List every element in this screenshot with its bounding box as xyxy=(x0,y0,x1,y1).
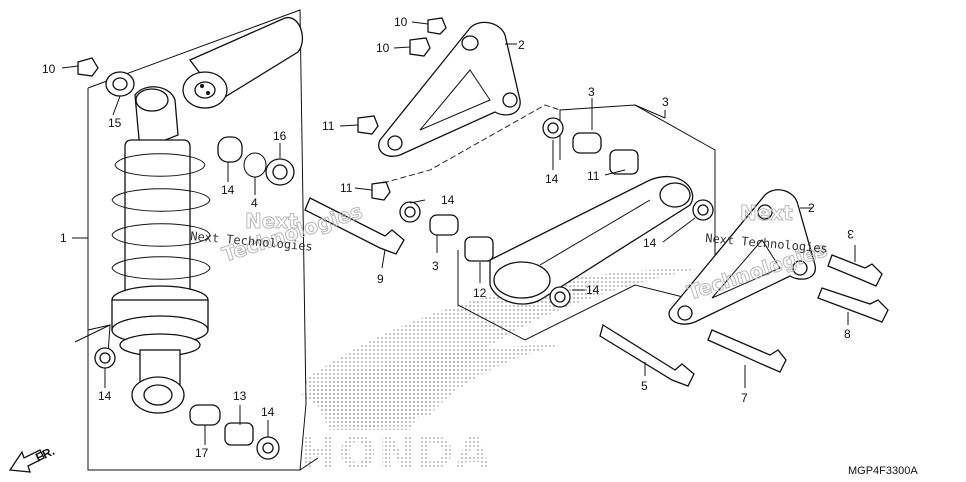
honda-wing-logo xyxy=(300,268,700,430)
callout-12: 13 xyxy=(233,389,247,403)
callout-3-right: 3 xyxy=(847,227,854,241)
watermark-line1-right: Next xyxy=(740,201,793,225)
callout-16: 16 xyxy=(273,129,287,143)
callout-8-right: 8 xyxy=(844,327,851,341)
callout-9: 9 xyxy=(377,272,384,286)
right-bracket xyxy=(668,189,816,325)
callout-14-linkage: 14 xyxy=(545,172,559,186)
callout-1: 1 xyxy=(60,231,67,245)
watermark-line1: Next xyxy=(245,209,298,233)
reference-code: MGP4F3300A xyxy=(848,465,918,477)
callout-11-upper: 11 xyxy=(587,169,600,183)
linkage-arm xyxy=(489,175,694,305)
callout-14-shock: 14 xyxy=(98,389,112,403)
nuts-10 xyxy=(357,17,447,201)
callout-10-low: 11 xyxy=(340,181,353,195)
callout-2-upper: 2 xyxy=(518,38,525,52)
callout-10-top: 10 xyxy=(394,15,408,29)
callout-8-lower: 7 xyxy=(741,391,748,405)
bolts xyxy=(304,197,889,387)
callout-10: 10 xyxy=(42,62,56,76)
callout-10-mid: 11 xyxy=(322,119,335,133)
shock-assembly-outline xyxy=(74,9,319,471)
callout-14-mid: 14 xyxy=(441,193,455,207)
shock-small-parts xyxy=(77,57,295,460)
callout-14-arm: 14 xyxy=(586,283,600,297)
callout-2-right: 2 xyxy=(808,201,815,215)
leader-lines xyxy=(61,21,856,445)
upper-bracket xyxy=(378,21,521,157)
callout-5: 4 xyxy=(251,196,258,210)
brand-text: HONDA xyxy=(300,428,492,479)
callout-14-lower: 14 xyxy=(261,405,275,419)
front-direction-arrow: FR. xyxy=(8,444,57,473)
callout-15: 15 xyxy=(108,116,122,130)
callout-11-lower: 12 xyxy=(473,286,487,300)
callout-7: 5 xyxy=(641,379,648,393)
callout-13: 14 xyxy=(221,183,235,197)
callout-14-right: 14 xyxy=(643,236,657,250)
callout-3-upper: 3 xyxy=(588,85,595,99)
linkage-small-parts xyxy=(399,117,714,308)
callout-3-lower: 3 xyxy=(432,259,439,273)
callout-10-upper: 10 xyxy=(376,41,390,55)
callout-17: 17 xyxy=(195,446,209,460)
rear-shock-absorber xyxy=(111,17,303,414)
callout-labels: 10 15 1 14 4 16 14 17 13 14 10 10 11 11 … xyxy=(42,15,854,460)
callout-4: 3 xyxy=(662,95,669,109)
direction-label: FR. xyxy=(33,444,56,465)
